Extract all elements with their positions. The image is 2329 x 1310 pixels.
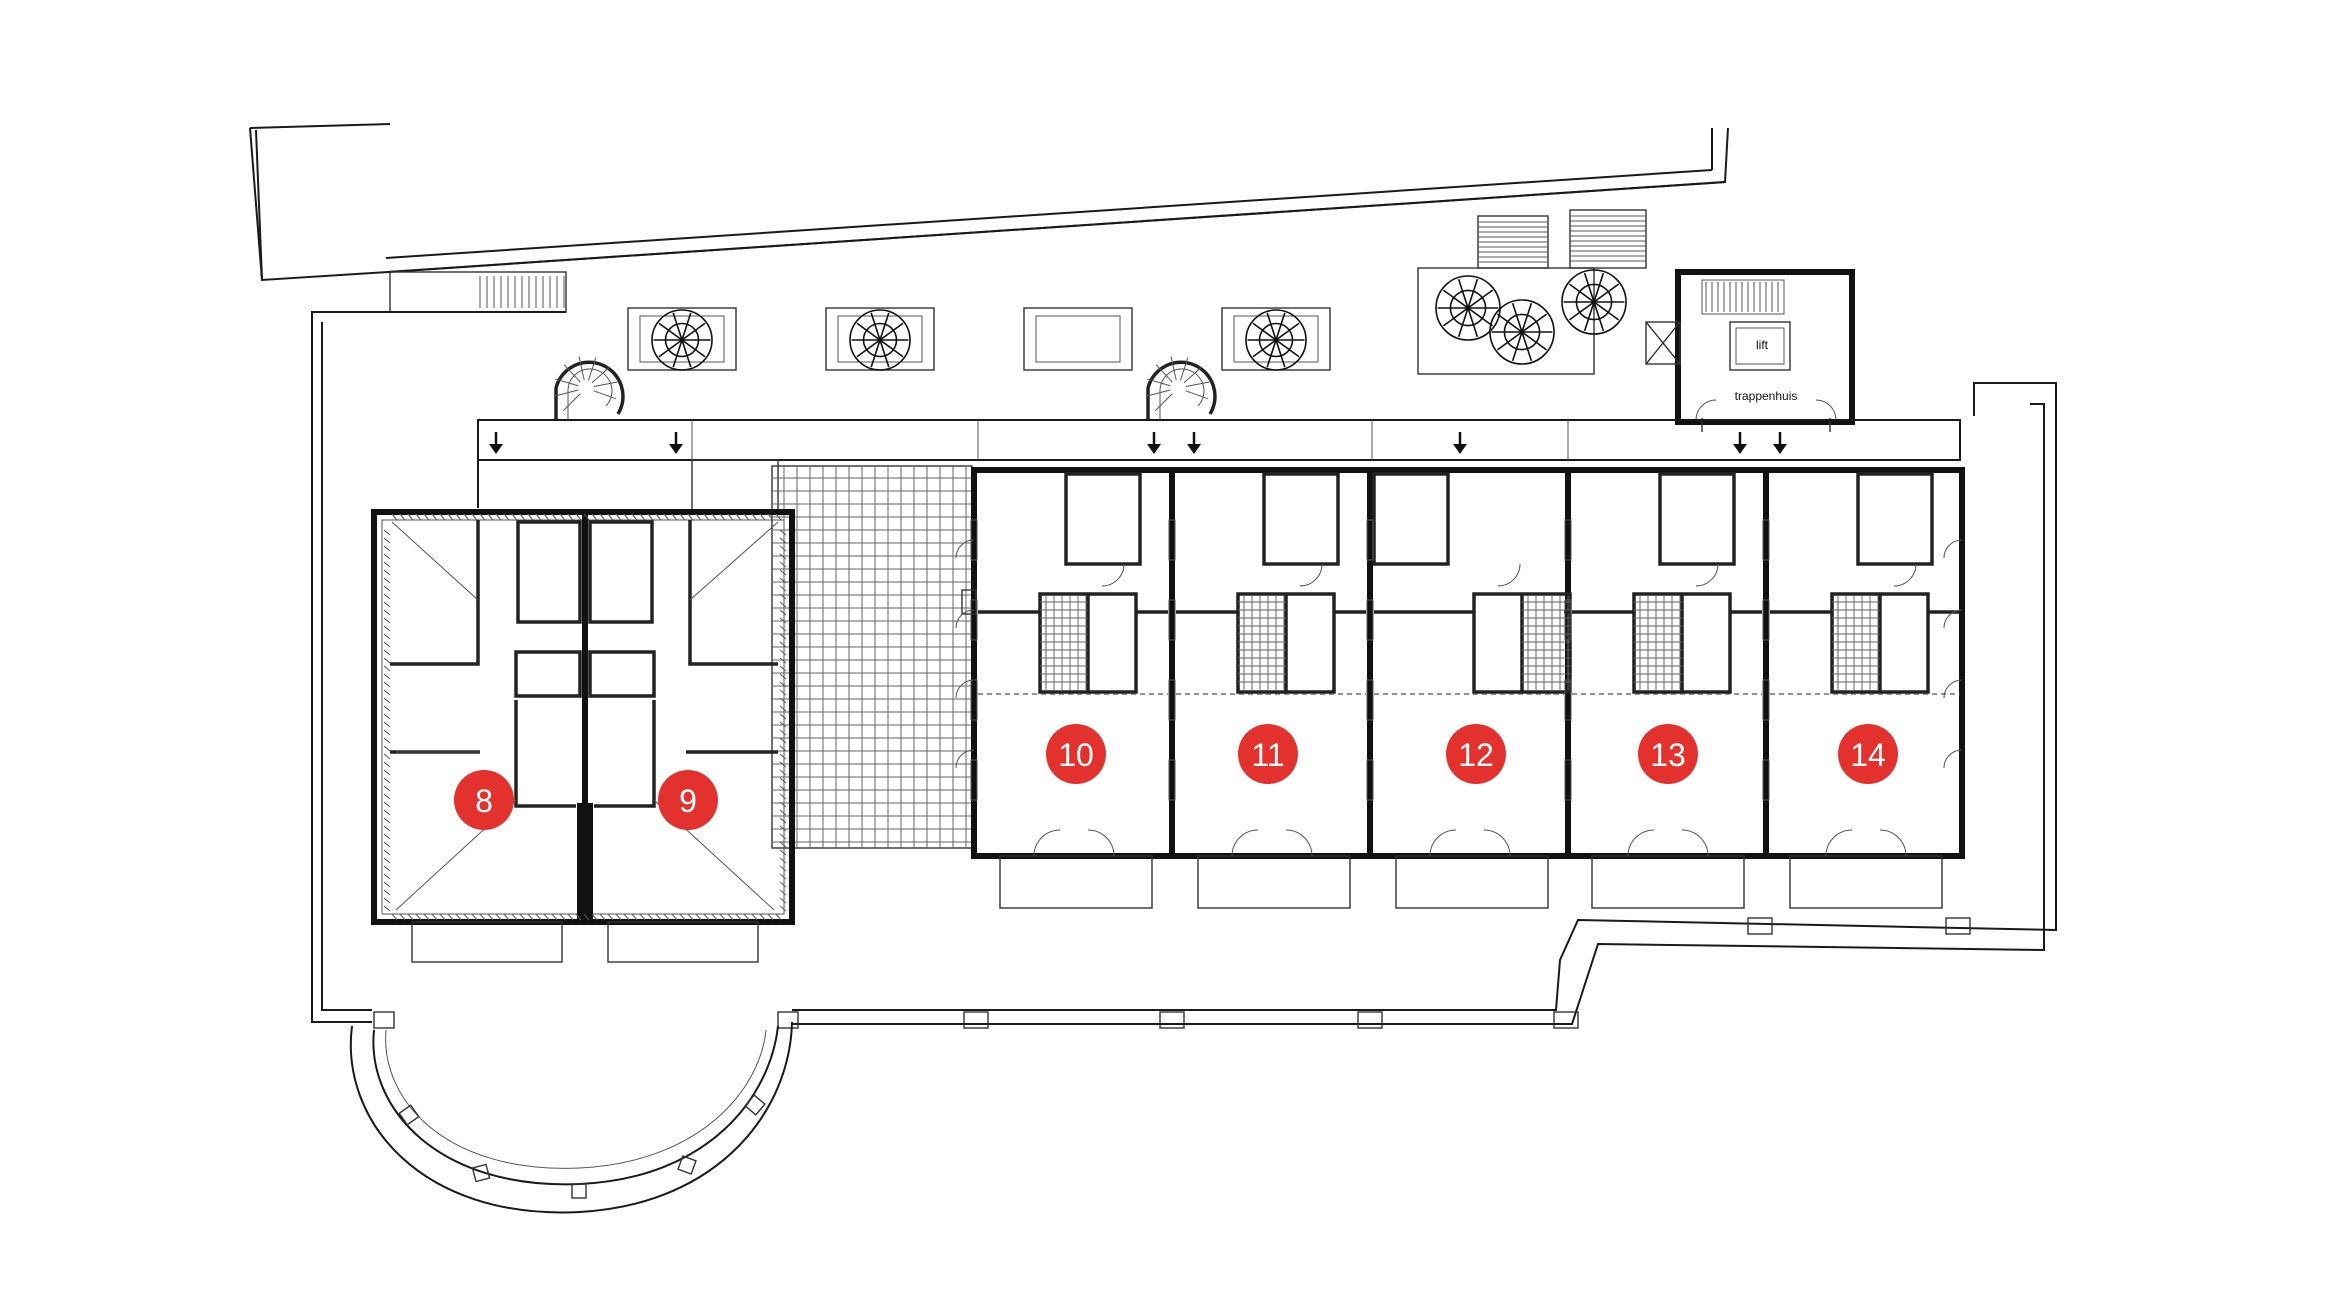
unit-number-13: 13 [1650, 737, 1686, 773]
unit-badge-9[interactable]: 9 [658, 770, 718, 830]
unit-badge-11[interactable]: 11 [1238, 724, 1298, 784]
right-block [955, 467, 1965, 909]
unit-number-11: 11 [1251, 737, 1284, 773]
unit-number-14: 14 [1850, 737, 1886, 773]
stairwell-label: trappenhuis [1735, 389, 1798, 403]
lift-label: lift [1756, 338, 1769, 352]
entry-arrows [489, 432, 1787, 454]
planter-2 [825, 307, 935, 371]
neighbouring-building-outline [249, 123, 1729, 282]
courtyard-tiles [771, 465, 973, 849]
gallery-corridor [477, 419, 1961, 513]
left-block [371, 509, 795, 963]
unit-number-12: 12 [1458, 737, 1494, 773]
unit-number-10: 10 [1058, 737, 1094, 773]
entrance-steps-left [389, 271, 567, 313]
site-outline [311, 311, 2057, 1029]
unit-badge-14[interactable]: 14 [1838, 724, 1898, 784]
unit-number-9: 9 [679, 783, 697, 819]
unit-number-8: 8 [475, 783, 493, 819]
spiral-stair-right [1146, 356, 1217, 420]
curved-terrace [349, 1021, 793, 1214]
planter-5 [1417, 267, 1627, 375]
unit-badge-13[interactable]: 13 [1638, 724, 1698, 784]
entrance-steps-right [1477, 209, 1647, 269]
spiral-stair-left [554, 356, 625, 420]
unit-badge-10[interactable]: 10 [1046, 724, 1106, 784]
planter-3 [1023, 307, 1133, 371]
planter-4 [1221, 307, 1331, 371]
stairwell-core: lift trappenhuis [1645, 269, 1855, 432]
unit-badge-8[interactable]: 8 [454, 770, 514, 830]
planter-1 [627, 307, 737, 371]
unit-badge-12[interactable]: 12 [1446, 724, 1506, 784]
